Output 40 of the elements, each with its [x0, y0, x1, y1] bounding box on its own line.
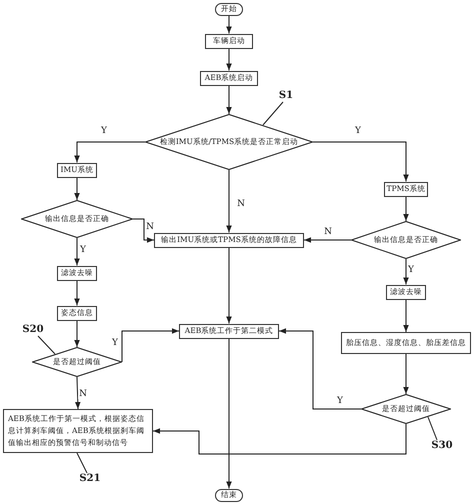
arrow: [278, 328, 362, 410]
edge-label: N: [145, 222, 155, 232]
arrow: [226, 247, 232, 324]
arrow: [132, 218, 154, 243]
arrow: [122, 328, 180, 362]
edge-label: Y: [354, 126, 362, 136]
arrow: [226, 85, 232, 114]
arrow: [226, 170, 232, 233]
arrow: [74, 177, 80, 200]
leader-line: [262, 102, 284, 126]
leader-line: [38, 336, 56, 354]
arrow: [74, 238, 80, 266]
arrow: [226, 15, 232, 34]
edge-label: Y: [100, 126, 108, 136]
edge-label: N: [78, 389, 88, 399]
edge-label: Y: [407, 265, 415, 275]
edge-label: Y: [336, 396, 344, 406]
leader-line: [76, 452, 88, 474]
callout-label: S30: [431, 440, 453, 452]
callout-label: S1: [278, 90, 294, 102]
edge-label: Y: [79, 245, 87, 255]
arrow: [403, 196, 409, 222]
arrow: [152, 424, 406, 454]
arrow: [74, 376, 81, 410]
arrow: [226, 338, 232, 489]
arrow: [312, 142, 409, 182]
edge-label: N: [323, 227, 333, 237]
arrow: [226, 48, 232, 71]
arrow: [74, 142, 146, 163]
arrow: [304, 237, 352, 243]
leader-line: [428, 416, 438, 440]
arrow: [74, 320, 80, 348]
edge-label: Y: [111, 338, 119, 348]
arrow: [403, 258, 409, 285]
arrow: [74, 280, 80, 306]
arrow: [403, 354, 409, 394]
edge-label: N: [236, 199, 246, 209]
arrow: [403, 299, 409, 332]
callout-label: S21: [79, 473, 101, 485]
callout-label: S20: [22, 324, 44, 336]
